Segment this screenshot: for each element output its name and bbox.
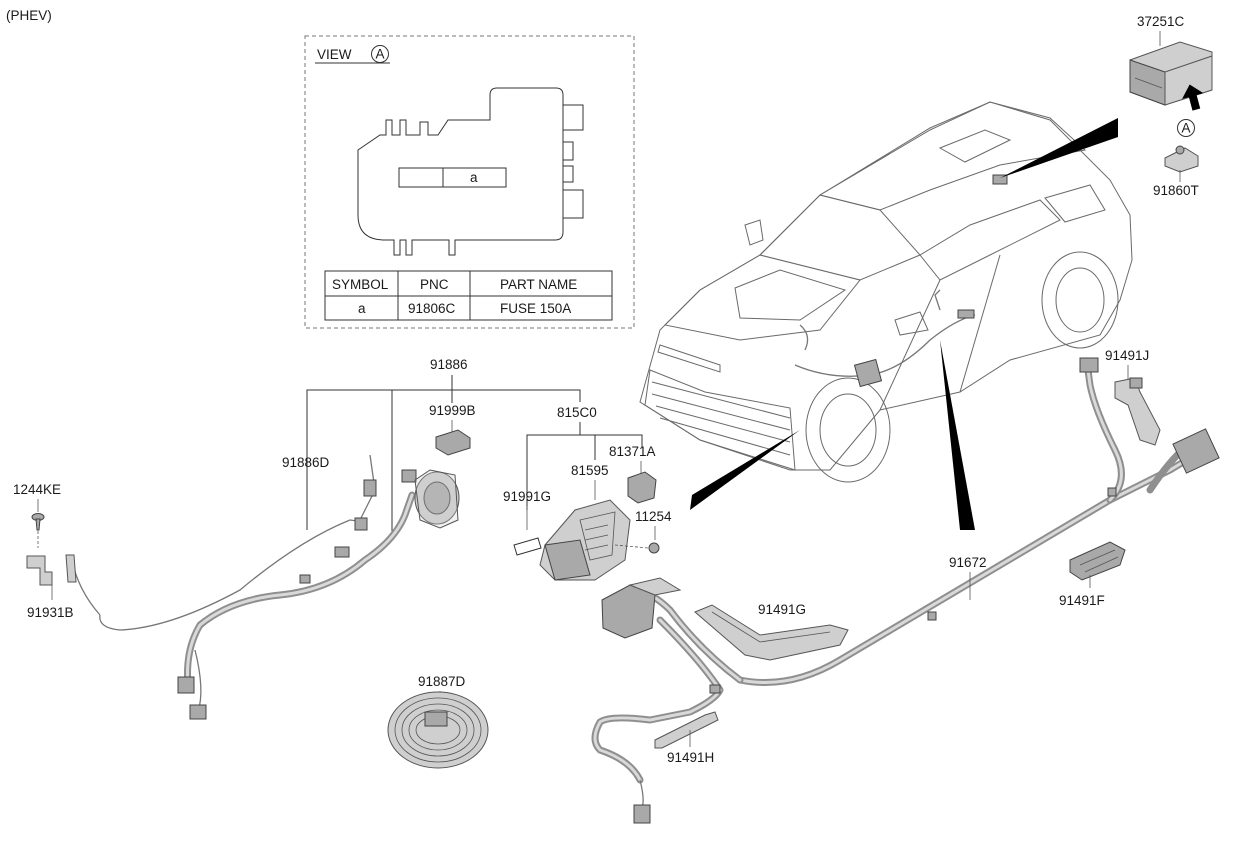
part-81371A [627, 471, 657, 504]
part-37251C [1129, 41, 1213, 106]
pointer-side [940, 340, 975, 530]
callout-37251C: 37251C [1137, 14, 1185, 29]
variant-label: (PHEV) [6, 8, 52, 23]
callout-91672: 91672 [949, 555, 987, 570]
fuse-box-outline [357, 87, 564, 256]
view-title: VIEW [317, 47, 352, 62]
part-11254 [648, 542, 660, 554]
pointer-roof [1000, 118, 1118, 178]
table-cell-symbol: a [358, 301, 366, 316]
callout-91886: 91886 [430, 357, 468, 372]
fuse-slot [398, 167, 507, 188]
callout-815C0: 815C0 [557, 405, 597, 420]
up-arrow [1182, 84, 1204, 111]
mark-a-circle [1177, 119, 1195, 137]
mark-a-letter: A [1182, 121, 1191, 136]
harness-91672 [591, 357, 1220, 824]
callout-1244KE: 1244KE [13, 482, 61, 497]
part-91999B [435, 429, 471, 456]
table-header-pnc: PNC [420, 277, 449, 292]
part-91491G [694, 604, 849, 661]
pointer-front [690, 430, 800, 510]
callout-91491H: 91491H [667, 750, 714, 765]
view-mark-letter: A [376, 47, 385, 62]
harness-91886D [71, 454, 460, 720]
table-header-part-name: PART NAME [500, 277, 577, 292]
part-91491F [1069, 541, 1126, 581]
vehicle-illustration [639, 101, 1133, 483]
callout-91860T: 91860T [1153, 183, 1199, 198]
callout-91491G: 91491G [758, 602, 806, 617]
part-91491J [1114, 377, 1161, 446]
callout-91991G: 91991G [503, 489, 551, 504]
table-header-symbol: SYMBOL [332, 277, 389, 292]
callout-91491J: 91491J [1105, 348, 1149, 363]
callout-81371A: 81371A [609, 444, 656, 459]
part-81595 [539, 499, 631, 581]
callout-81595: 81595 [571, 463, 609, 478]
callout-91491F: 91491F [1059, 593, 1105, 608]
callout-91886D: 91886D [282, 455, 330, 470]
part-1244KE [31, 513, 45, 531]
callout-11254: 11254 [635, 509, 672, 524]
part-91991G [513, 537, 542, 556]
table-cell-pnc: 91806C [408, 301, 456, 316]
table-cell-part-name: FUSE 150A [500, 301, 571, 316]
part-91887D [387, 691, 489, 769]
part-91931B [26, 554, 77, 586]
part-91491H [654, 711, 719, 749]
view-a-panel: VIEW A a SYMBOL PNC PART NAME a 91806C F… [304, 35, 635, 329]
callout-91999B: 91999B [429, 403, 476, 418]
fuse-table: SYMBOL PNC PART NAME a 91806C FUSE 150A [324, 270, 613, 321]
callout-91931B: 91931B [27, 605, 74, 620]
fuse-slot-symbol: a [470, 170, 478, 185]
part-91860T [1164, 145, 1199, 173]
callout-91887D: 91887D [418, 674, 466, 689]
